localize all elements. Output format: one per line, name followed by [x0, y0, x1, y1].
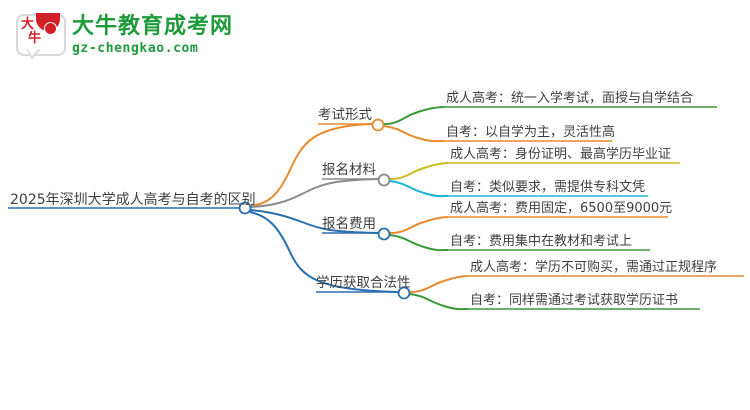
edge-root-to-branch-2: [249, 178, 379, 208]
edge-branch-2-leaf-2: [389, 180, 449, 198]
mindmap-leaf-node-1-1[interactable]: 成人高考：统一入学考试，面授与自学结合: [446, 92, 693, 105]
site-logo: 大 牛 大牛教育成考网 gz-chengkao.com: [14, 8, 344, 66]
mindmap-leaf-node-3-2[interactable]: 自考：费用集中在教材和考试上: [450, 235, 632, 248]
mindmap-branch-node-3[interactable]: 报名费用: [322, 216, 376, 232]
speech-bubble-tail-inner: [27, 48, 39, 56]
mindmap-leaf-label-1-1: 成人高考：统一入学考试，面授与自学结合: [446, 91, 694, 106]
mindmap-leaf-node-3-1[interactable]: 成人高考：费用固定，6500至9000元: [450, 202, 672, 215]
logo-text-block: 大牛教育成考网 gz-chengkao.com: [72, 14, 233, 58]
mindmap-leaf-node-2-2[interactable]: 自考：类似要求，需提供专科文凭: [450, 181, 645, 194]
logo-title: 大牛教育成考网: [72, 14, 234, 39]
mindmap-branch-node-1[interactable]: 考试形式: [318, 107, 372, 123]
mindmap-branch-label-1: 考试形式: [318, 107, 372, 123]
mindmap-branch-node-4[interactable]: 学历获取合法性: [316, 275, 411, 291]
mindmap-leaf-label-1-2: 自考：以自学为主，灵活性高: [446, 125, 616, 140]
mindmap-branch-label-3: 报名费用: [322, 216, 376, 232]
mindmap-leaf-label-3-1: 成人高考：费用固定，6500至9000元: [450, 201, 673, 216]
mindmap-leaf-node-1-2[interactable]: 自考：以自学为主，灵活性高: [446, 126, 615, 139]
edge-branch-4-leaf-1: [409, 275, 469, 293]
mindmap-branch-label-4: 学历获取合法性: [316, 275, 411, 291]
edge-branch-1-leaf-2: [383, 125, 445, 143]
edge-branch-2-leaf-1: [389, 162, 449, 180]
mindmap-leaf-node-4-1[interactable]: 成人高考：学历不可购买，需通过正规程序: [470, 261, 717, 274]
mindmap-leaf-label-4-2: 自考：同样需通过考试获取学历证书: [470, 293, 679, 308]
mindmap-root-node[interactable]: 2025年深圳大学成人高考与自考的区别: [10, 193, 256, 207]
edge-branch-3-leaf-1: [389, 216, 449, 234]
mindmap-leaf-node-4-2[interactable]: 自考：同样需通过考试获取学历证书: [470, 294, 678, 307]
logo-mark-icon: 大 牛: [14, 12, 66, 62]
logo-subtitle-url: gz-chengkao.com: [72, 41, 199, 56]
logo-red-dot: [44, 22, 57, 35]
mindmap-branch-label-2: 报名材料: [322, 162, 376, 178]
logo-char-1: 大: [21, 17, 34, 32]
branch-3-node-dot: [377, 227, 391, 241]
root-node-dot: [238, 201, 252, 215]
edge-branch-4-leaf-2: [409, 293, 469, 311]
mindmap-leaf-label-2-2: 自考：类似要求，需提供专科文凭: [450, 180, 646, 195]
edge-branch-1-leaf-1: [383, 106, 445, 125]
logo-char-2: 牛: [28, 31, 41, 46]
mindmap-leaf-label-3-2: 自考：费用集中在教材和考试上: [450, 234, 633, 249]
edge-branch-3-leaf-2: [389, 234, 449, 252]
branch-4-node-dot: [397, 286, 411, 300]
edge-root-to-branch-4: [249, 211, 399, 293]
mindmap-leaf-node-2-1[interactable]: 成人高考：身份证明、最高学历毕业证: [450, 148, 671, 161]
logo-mark-characters: 大 牛: [20, 18, 56, 50]
edge-root-to-branch-1: [249, 123, 373, 207]
mindmap-branch-node-2[interactable]: 报名材料: [322, 162, 376, 178]
mindmap-leaf-label-4-1: 成人高考：学历不可购买，需通过正规程序: [470, 260, 718, 275]
mindmap-root-label: 2025年深圳大学成人高考与自考的区别: [10, 192, 256, 208]
edge-root-to-branch-3: [249, 209, 379, 234]
branch-2-node-dot: [377, 173, 391, 187]
mindmap-leaf-label-2-1: 成人高考：身份证明、最高学历毕业证: [450, 147, 672, 162]
branch-1-node-dot: [371, 118, 385, 132]
